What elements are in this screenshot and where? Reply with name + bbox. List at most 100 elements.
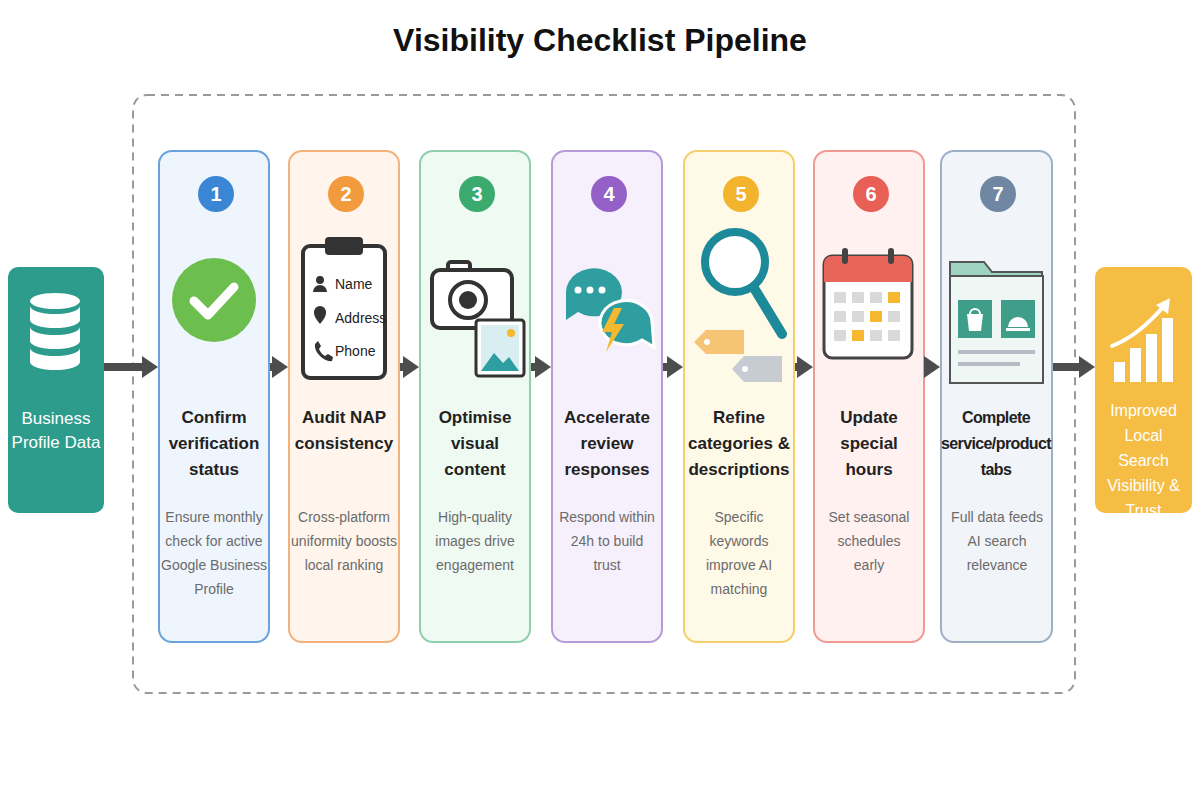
calendar-day [852,311,864,322]
database-icon [30,293,80,370]
tag-shape [694,330,744,354]
flow-arrow [663,356,683,378]
flow-arrow [531,356,551,378]
callout-number: 2 [328,176,364,212]
arrow-shaft [663,363,669,371]
step-card: Refine categories & descriptionsSpecific… [683,150,795,643]
arrow-shaft [104,363,144,371]
text-line [958,362,1020,366]
step-number-circle: 4 [591,176,627,212]
bell-icon [1006,328,1030,331]
arrow-head [797,356,813,378]
arrow-shaft [270,363,274,371]
chat-icon [566,268,654,352]
flow-arrow [104,356,158,378]
calendar-day [870,311,882,322]
calendar-day [888,330,900,341]
step-description: High-quality images drive engagement [420,505,530,577]
callout-number: 1 [198,176,234,212]
text-line [958,350,1035,354]
arrow-head [1079,356,1095,378]
magnifier-glass [705,232,765,292]
check-mark [194,287,234,315]
callout-number: 5 [723,176,759,212]
person-icon [316,276,324,284]
calendar-day [870,330,882,341]
arrow-head [142,356,158,378]
search-icon [694,232,782,382]
clipboard-icon [303,237,385,378]
lightning-bolt [602,308,624,352]
check-icon [172,258,256,342]
step-number-circle: 3 [459,176,495,212]
image-sun [507,329,515,337]
folder-body [950,276,1043,383]
flow-arrow [400,356,419,378]
calendar-grid [834,292,900,341]
arrow-head [535,356,551,378]
calendar-band [824,256,912,282]
flow-arrow [795,356,813,378]
chart-bar [1130,348,1141,382]
pin-icon [314,306,326,324]
step-description: Specific keywords improve AI matching [691,505,787,601]
callout-number: 4 [591,176,627,212]
camera-lens [450,282,486,318]
arrow-shaft [400,363,405,371]
chart-bar [1162,318,1173,382]
bubble-dot [587,287,594,294]
arrow-head [667,356,683,378]
callout-number: 7 [980,176,1016,212]
calendar-day [834,311,846,322]
step-heading: Optimise visual content [421,405,529,483]
step-card: Optimise visual contentHigh-quality imag… [419,150,531,643]
calendar-day [852,292,864,303]
speech-bubble [566,268,622,320]
step-heading: Update special hours [815,405,923,483]
step-heading: Confirm verification status [160,405,268,483]
step-description: Set seasonal schedules early [824,505,914,577]
callout-number: 6 [853,176,889,212]
camera-body [432,270,512,328]
step-description: Respond within 24h to build trust [559,505,655,577]
folder-icon [950,262,1043,383]
calendar-icon [824,248,912,358]
box-label: Business Profile Data [10,407,102,455]
calendar-day [888,292,900,303]
arrow-shaft [925,363,926,371]
flow-arrow [270,356,288,378]
growth-chart-icon [1112,298,1173,382]
folder-tab [950,262,1042,382]
product-tile [958,300,992,338]
tag-shape [732,356,782,382]
step-card: Complete service/product tabsFull data f… [940,150,1053,643]
chart-bar [1114,362,1125,382]
speech-bubble [600,301,654,347]
service-tile [1001,300,1035,338]
database-segment [30,327,80,349]
arrow-shaft [795,363,799,371]
camera-top [448,262,470,274]
calendar-ring [888,248,894,264]
flow-arrow [924,356,940,378]
step-heading: Refine categories & descriptions [685,405,793,483]
step-card: Update special hoursSet seasonal schedul… [813,150,925,643]
step-number-circle: 1 [198,176,234,212]
database-segment [30,348,80,370]
trend-arrow [1156,298,1170,314]
person-icon [313,285,327,292]
step-card: Audit NAP consistencyCross-platform unif… [288,150,400,643]
step-number-circle: 7 [980,176,1016,212]
calendar-ring [842,248,848,264]
check-circle [172,258,256,342]
calendar-day [834,330,846,341]
calendar-day [870,292,882,303]
group-bracket [133,95,1075,693]
arrow-head [924,356,940,378]
step-heading: Complete service/product tabs [936,405,1056,483]
arrow-head [272,356,288,378]
chart-bar [1146,334,1157,382]
calendar-day [852,330,864,341]
step-number-circle: 2 [328,176,364,212]
